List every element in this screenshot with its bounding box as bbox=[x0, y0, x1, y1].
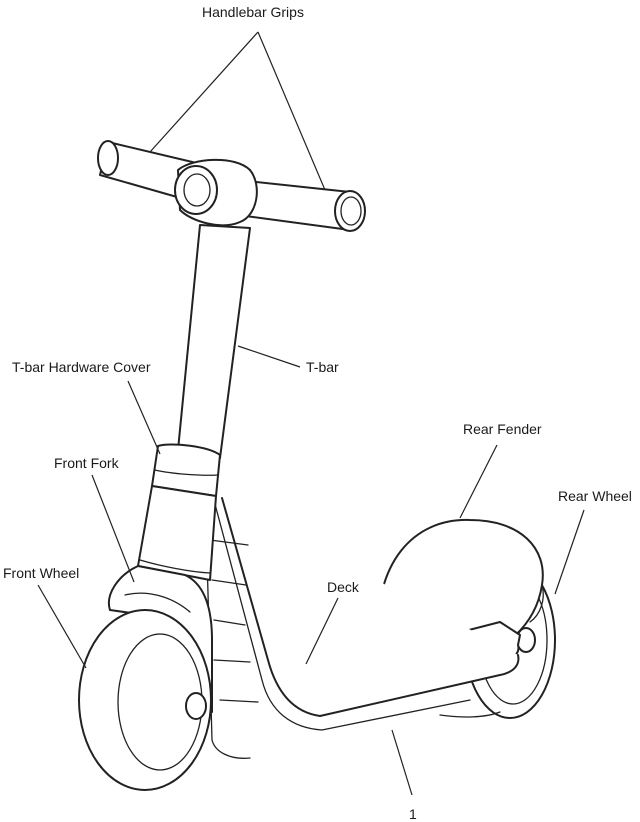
label-t-bar-hardware-cover: T-bar Hardware Cover bbox=[12, 359, 151, 375]
t-bar-hardware-cover bbox=[137, 443, 221, 581]
label-handlebar-grips: Handlebar Grips bbox=[202, 4, 304, 20]
label-front-fork: Front Fork bbox=[54, 455, 119, 471]
label-rear-fender: Rear Fender bbox=[463, 421, 542, 437]
handlebar bbox=[97, 140, 366, 232]
t-bar-stem bbox=[177, 224, 251, 459]
page-number: 1 bbox=[409, 806, 417, 822]
label-rear-wheel: Rear Wheel bbox=[558, 488, 632, 504]
label-deck: Deck bbox=[327, 579, 359, 595]
label-t-bar: T-bar bbox=[306, 359, 339, 375]
label-front-wheel: Front Wheel bbox=[3, 565, 80, 581]
leader-lines bbox=[37, 31, 585, 796]
front-wheel bbox=[78, 609, 212, 791]
deck bbox=[205, 477, 521, 759]
